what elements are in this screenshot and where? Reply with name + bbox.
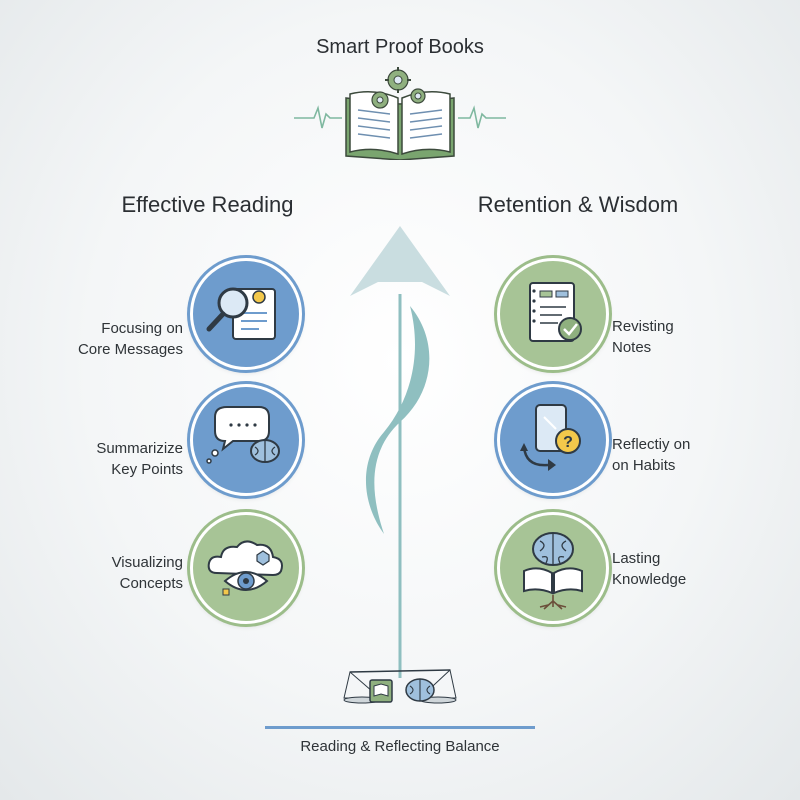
lasting-knowledge-circle: [497, 512, 609, 624]
footer-label: Reading & Reflecting Balance: [300, 738, 500, 755]
reflecting-habits-label: Reflectiy on on Habits: [612, 436, 691, 474]
reflecting-habits-circle: ?: [497, 384, 609, 496]
visualizing-concepts-circle: [190, 512, 302, 624]
summarize-key-points-circle: [190, 384, 302, 496]
left-column-heading: Effective Reading: [121, 192, 294, 217]
magnifier-document-lightbulb-icon: [206, 287, 276, 340]
speech-bubble-brain-icon: [206, 406, 280, 464]
lasting-knowledge-label: Lasting Knowledge: [612, 550, 687, 588]
revisiting-notes-circle: [497, 258, 609, 370]
focusing-core-messages-circle: [190, 258, 302, 370]
visualizing-concepts-label: Visualizing Concepts: [111, 554, 183, 592]
focusing-core-messages-label: Focusing on Core Messages: [77, 320, 183, 358]
balance-scale-book-brain-icon: [343, 669, 457, 704]
right-column-heading: Retention & Wisdom: [477, 192, 679, 217]
notes-checkmark-icon: [529, 282, 582, 342]
summarize-key-points-label: Summarizize Key Points: [96, 440, 183, 478]
revisiting-notes-label: Revisting Notes: [612, 318, 674, 356]
tablet-question-arrow-icon: ?: [520, 404, 581, 471]
balance-baseline: [265, 726, 535, 729]
svg-text:?: ?: [563, 434, 573, 451]
book-brain-tree-icon: [523, 532, 583, 610]
page-title: Smart Proof Books: [316, 36, 484, 58]
upward-arrow-wave-icon: [350, 226, 450, 678]
open-book-gears-icon: [294, 67, 506, 160]
cloud-eye-icon: [207, 540, 283, 596]
